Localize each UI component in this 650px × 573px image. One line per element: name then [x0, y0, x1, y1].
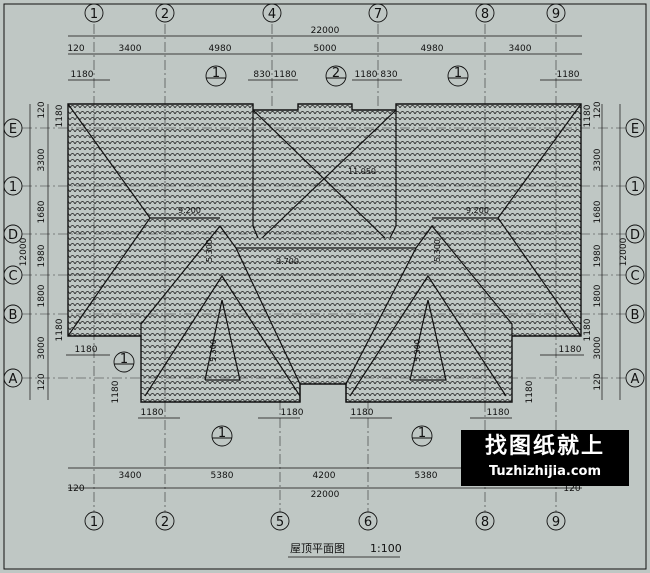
axis-bubbles	[3, 3, 645, 531]
watermark-chinese-text: 找图纸就上	[484, 434, 605, 459]
dim-bottom-3: 4200	[313, 471, 336, 481]
axis-top-6: 9	[552, 7, 560, 22]
axis-right-4: C	[630, 269, 639, 284]
dim-right-small-4: 1180	[525, 380, 535, 403]
dim-left-4: 1980	[37, 244, 47, 267]
dim-left-2: 3300	[37, 148, 47, 171]
dim-top-4: 5000	[314, 44, 337, 54]
axis-bottom-5: 8	[481, 515, 489, 530]
elevation-dormer-left: 5.300	[209, 339, 218, 362]
axis-bottom-3: 5	[276, 515, 284, 530]
dim-left-1: 120	[37, 101, 47, 118]
dim-bottom-small-2: 1180	[281, 408, 304, 418]
dim-left-small-2: 1180	[55, 318, 65, 341]
dim-right-total: 12000	[619, 237, 629, 266]
dim-right-7: 120	[593, 373, 603, 390]
detail-callouts	[113, 65, 469, 447]
dim-right-small-3: 1180	[559, 345, 582, 355]
axis-left-2: 1	[9, 180, 17, 195]
dim-top-total: 22000	[311, 26, 340, 36]
dim-top-small-5: 830	[380, 70, 397, 80]
watermark-url-text: Tuzhizhijia.com	[488, 464, 602, 479]
axis-right-2: 1	[631, 180, 639, 195]
dim-bottom-small-1: 1180	[141, 408, 164, 418]
dim-top-1: 120	[67, 44, 84, 54]
watermark-banner: 找图纸就上 Tuzhizhijia.com	[461, 430, 629, 486]
dim-right-6: 3000	[593, 336, 603, 359]
dim-top-3: 4980	[209, 44, 232, 54]
axis-top-4: 7	[374, 7, 382, 22]
dim-right-small-1: 1180	[583, 104, 593, 127]
elevation-slope-left: 5.300	[205, 239, 214, 262]
axis-bottom-4: 6	[364, 515, 372, 530]
roof-ridges	[67, 103, 582, 402]
dim-top-small-1: 1180	[71, 70, 94, 80]
callout-3: 1	[454, 66, 462, 81]
dim-bottom-4: 5380	[415, 471, 438, 481]
dim-right-3: 1680	[593, 200, 603, 223]
dim-top-small-4: 1180	[355, 70, 378, 80]
elevation-slope-right: 5.300	[433, 239, 442, 262]
axis-left-6: A	[9, 372, 18, 387]
elevation-left: 9.200	[178, 206, 201, 215]
dim-right-5: 1800	[593, 284, 603, 307]
dim-left-small-1: 1180	[55, 104, 65, 127]
dim-left-small-3: 1180	[75, 345, 98, 355]
axis-left-1: E	[9, 122, 17, 137]
axis-left-5: B	[9, 308, 18, 323]
dim-left-3: 1680	[37, 200, 47, 223]
callout-2: 2	[332, 66, 340, 81]
elevation-right: 9.200	[466, 206, 489, 215]
dim-left-5: 1800	[37, 284, 47, 307]
dim-bottom-small-3: 1180	[351, 408, 374, 418]
axis-right-6: A	[631, 372, 640, 387]
elevation-dormer-right: 5.300	[413, 339, 422, 362]
axis-right-3: D	[630, 228, 640, 243]
dim-bottom-edge-2: 120	[563, 484, 580, 494]
elevation-center: 9.700	[276, 257, 299, 266]
axis-top-1: 1	[90, 7, 98, 22]
dim-top-small-2: 830	[253, 70, 270, 80]
axis-left-4: C	[8, 269, 17, 284]
dim-right-2: 3300	[593, 148, 603, 171]
callout-6: 1	[418, 426, 426, 441]
dim-left-small-4: 1180	[111, 380, 121, 403]
dim-top-6: 3400	[509, 44, 532, 54]
dimension-lines	[29, 35, 621, 489]
dim-top-small-3: 1180	[274, 70, 297, 80]
dim-right-1: 120	[593, 101, 603, 118]
sheet-border	[3, 3, 647, 570]
drawing-title: 屋顶平面图	[290, 542, 345, 555]
dim-bottom-total: 22000	[311, 490, 340, 500]
dim-bottom-2: 5380	[211, 471, 234, 481]
dim-right-small-2: 1180	[583, 318, 593, 341]
axis-top-3: 4	[268, 7, 276, 22]
axis-right-1: E	[631, 122, 639, 137]
axis-bottom-2: 2	[161, 515, 169, 530]
elevation-top: 11.050	[348, 167, 376, 176]
dim-top-2: 3400	[119, 44, 142, 54]
axis-top-2: 2	[161, 7, 169, 22]
dim-left-7: 120	[37, 373, 47, 390]
dim-bottom-1: 3400	[119, 471, 142, 481]
dim-top-5: 4980	[421, 44, 444, 54]
axis-bottom-6: 9	[552, 515, 560, 530]
dim-right-4: 1980	[593, 244, 603, 267]
dim-top-small-6: 1180	[557, 70, 580, 80]
axis-right-5: B	[631, 308, 640, 323]
drawing-scale: 1:100	[370, 542, 402, 555]
callout-1: 1	[212, 66, 220, 81]
dim-bottom-small-4: 1180	[487, 408, 510, 418]
axis-left-3: D	[8, 228, 18, 243]
callout-4: 1	[120, 352, 128, 367]
axis-bottom-1: 1	[90, 515, 98, 530]
dim-left-6: 3000	[37, 336, 47, 359]
axis-top-5: 8	[481, 7, 489, 22]
dim-left-total: 12000	[19, 237, 29, 266]
callout-5: 1	[218, 426, 226, 441]
dim-bottom-edge-1: 120	[67, 484, 84, 494]
